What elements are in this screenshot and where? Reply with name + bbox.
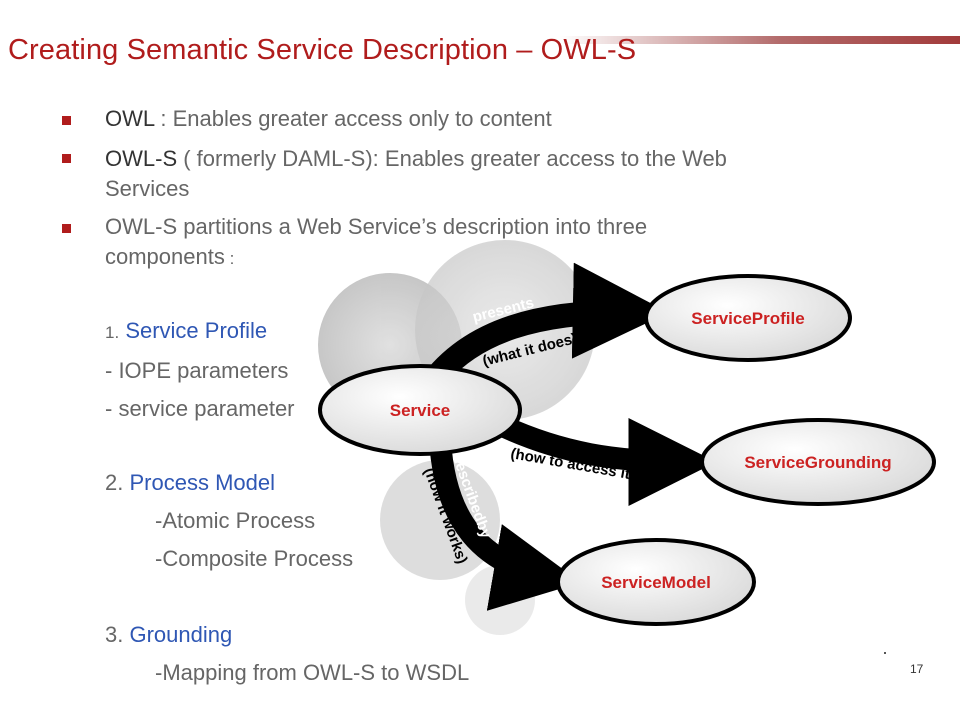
slide-title: Creating Semantic Service Description – … xyxy=(8,34,637,66)
component-service-profile: 1. Service Profile xyxy=(105,318,268,343)
service-profile-node: ServiceProfile xyxy=(644,274,852,362)
service-grounding-node: ServiceGrounding xyxy=(700,418,936,506)
page-number: 17 xyxy=(910,662,924,676)
component-item: - service parameter xyxy=(105,396,295,421)
title-accent-bar xyxy=(560,36,960,44)
bullet-marker xyxy=(62,154,71,163)
component-item: -Mapping from OWL-S to WSDL xyxy=(155,660,470,685)
service-model-node: ServiceModel xyxy=(556,538,756,626)
component-process-model: 2. Process Model xyxy=(105,470,275,495)
svg-text:Service: Service xyxy=(390,401,451,420)
svg-text:ServiceGrounding: ServiceGrounding xyxy=(744,453,891,472)
svg-text:ServiceModel: ServiceModel xyxy=(601,573,711,592)
component-item: -Composite Process xyxy=(155,546,354,571)
describedby-arrow xyxy=(429,439,582,611)
component-item: - IOPE parameters xyxy=(105,358,289,383)
supports-arrow xyxy=(485,410,717,506)
component-item: -Atomic Process xyxy=(155,508,316,533)
bullet-owl-s-line2: Services xyxy=(105,176,190,201)
svg-text:ServiceProfile: ServiceProfile xyxy=(691,309,804,328)
bullet-marker xyxy=(62,224,71,233)
bullet-owl-s: OWL-S ( formerly DAML-S): Enables greate… xyxy=(105,146,727,171)
component-grounding: 3. Grounding xyxy=(105,622,233,647)
service-node: Service xyxy=(318,364,522,456)
bullet-partitions: OWL-S partitions a Web Service’s descrip… xyxy=(105,214,648,239)
stray-dot xyxy=(884,652,886,654)
bullet-partitions-line2: components : xyxy=(105,244,235,269)
bullet-owl: OWL : Enables greater access only to con… xyxy=(105,106,552,131)
bullet-marker xyxy=(62,116,71,125)
